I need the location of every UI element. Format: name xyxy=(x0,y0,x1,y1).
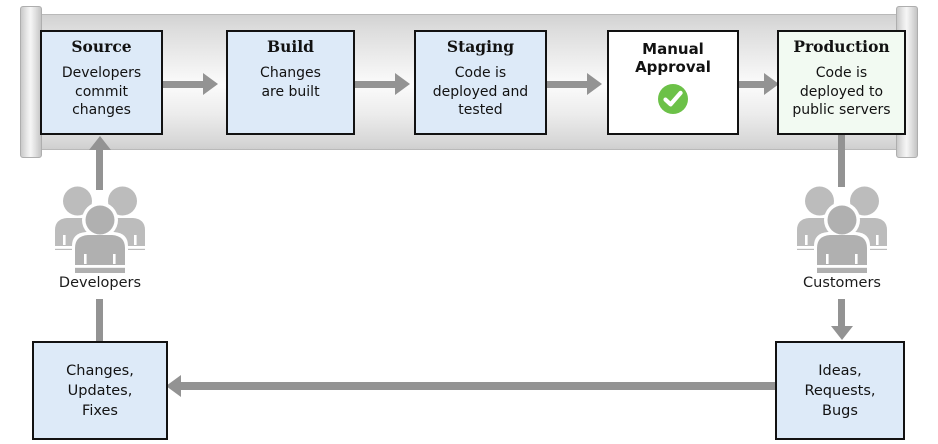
people-group-icon xyxy=(797,186,887,273)
stage-staging[interactable]: Staging Code is deployed and tested xyxy=(414,30,547,135)
stage-production[interactable]: Production Code is deployed to public se… xyxy=(777,30,906,135)
actor-developers-label: Developers xyxy=(58,275,142,291)
people-group-icon xyxy=(55,186,145,273)
stage-description: Code is deployed to public servers xyxy=(792,65,891,119)
stage-title: Production xyxy=(793,37,890,56)
stage-title: Source xyxy=(71,37,132,56)
feedback-box-changes-updates-fixes[interactable]: Changes, Updates, Fixes xyxy=(32,341,168,440)
connector-production-to-customers xyxy=(838,135,845,187)
stage-source[interactable]: Source Developers commit changes xyxy=(40,30,163,135)
stage-title: Build xyxy=(267,37,314,56)
stage-description: Developers commit changes xyxy=(61,65,142,119)
stage-title: Staging xyxy=(446,37,515,56)
stage-build[interactable]: Build Changes are built xyxy=(226,30,355,135)
connector-changes-to-developers xyxy=(96,299,103,344)
actor-developers[interactable] xyxy=(50,178,150,277)
actor-customers[interactable] xyxy=(792,178,892,277)
green-check-circle-icon xyxy=(656,82,690,116)
stage-description: Code is deployed and tested xyxy=(432,65,529,119)
actor-customers-label: Customers xyxy=(803,275,881,291)
pipeline-end-cap-left xyxy=(20,6,42,158)
stage-manual-approval[interactable]: Manual Approval xyxy=(607,30,739,135)
feedback-box-text: Ideas, Requests, Bugs xyxy=(804,362,876,419)
feedback-box-ideas-requests-bugs[interactable]: Ideas, Requests, Bugs xyxy=(775,341,905,440)
feedback-box-text: Changes, Updates, Fixes xyxy=(66,362,134,419)
stage-title: Manual Approval xyxy=(635,40,711,76)
stage-description: Changes are built xyxy=(260,65,321,100)
